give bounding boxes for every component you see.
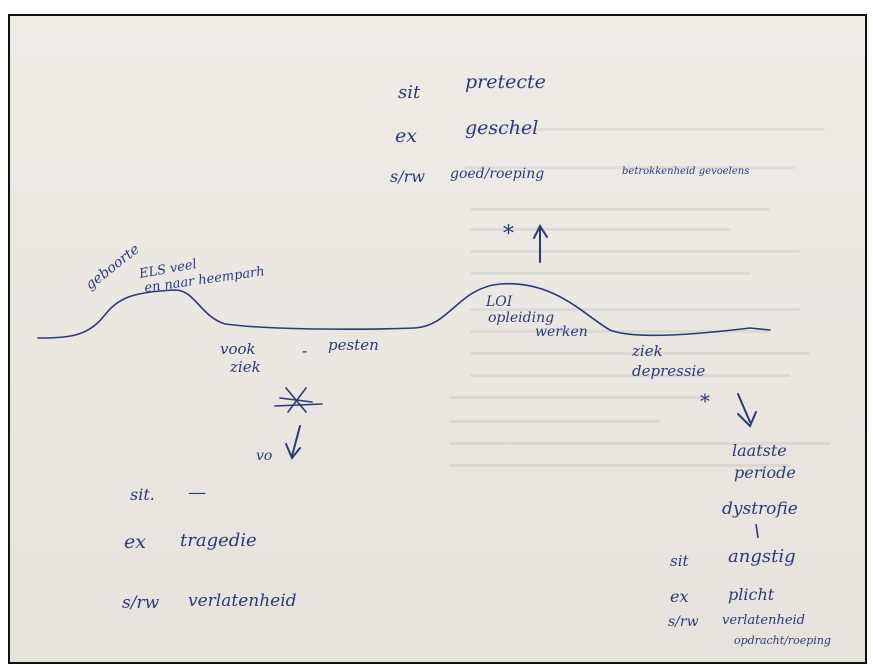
connector-line bbox=[755, 523, 759, 539]
dash-label: - bbox=[302, 341, 307, 360]
right-line-dystrofie: dystrofie bbox=[722, 499, 798, 519]
right-sit-value: angstig bbox=[728, 546, 796, 567]
left-srw-label: s/rw bbox=[122, 593, 160, 613]
peak-line1: LOI bbox=[485, 294, 513, 310]
top-srw-value: goed/roeping bbox=[450, 166, 544, 182]
left-ex-value: tragedie bbox=[180, 530, 257, 551]
right-star: * bbox=[700, 389, 710, 413]
top-srw-label: s/rw bbox=[390, 167, 425, 186]
peak-line2: opleiding bbox=[488, 310, 554, 326]
left-sit-label: sit. bbox=[130, 485, 155, 504]
top-ex-label: ex bbox=[395, 125, 417, 147]
vo-label: vo bbox=[256, 448, 272, 464]
right-ex-value: plicht bbox=[728, 585, 775, 604]
right-down-arrow-icon bbox=[737, 393, 757, 428]
right-srw-label: s/rw bbox=[668, 614, 699, 630]
right-srw-value-2: opdracht/roeping bbox=[734, 634, 831, 647]
top-sit-label: sit bbox=[398, 82, 421, 103]
right-line1: ziek bbox=[631, 342, 663, 360]
handwriting-canvas: sit pretecte ex geschel s/rw goed/roepin… bbox=[37, 71, 831, 647]
crossed-star-icon bbox=[274, 387, 323, 413]
paper-sheet: sit pretecte ex geschel s/rw goed/roepin… bbox=[8, 14, 867, 664]
right-sit-label: sit bbox=[670, 552, 689, 570]
right-line-periode: periode bbox=[734, 463, 796, 482]
left-srw-value: verlatenheid bbox=[188, 591, 297, 611]
ziek-label: ziek bbox=[229, 358, 261, 376]
timeline-curve bbox=[37, 282, 771, 339]
top-ex-value: geschel bbox=[465, 117, 538, 139]
pesten-label: pesten bbox=[328, 336, 379, 354]
top-note: betrokkenheid gevoelens bbox=[622, 166, 749, 177]
up-arrow-icon bbox=[533, 223, 548, 263]
right-ex-label: ex bbox=[670, 587, 689, 606]
right-srw-value: verlatenheid bbox=[722, 613, 805, 628]
left-ex-label: ex bbox=[124, 531, 146, 553]
left-sit-value: — bbox=[188, 482, 206, 503]
down-arrow-icon bbox=[285, 425, 301, 460]
right-line2: depressie bbox=[632, 362, 705, 380]
top-star: * bbox=[503, 222, 514, 247]
right-line-laatste: laatste bbox=[732, 441, 787, 460]
birth-label: geboorte bbox=[83, 241, 143, 293]
top-sit-value: pretecte bbox=[465, 71, 546, 93]
peak-line3: werken bbox=[535, 324, 588, 340]
vook-label: vook bbox=[220, 340, 256, 358]
